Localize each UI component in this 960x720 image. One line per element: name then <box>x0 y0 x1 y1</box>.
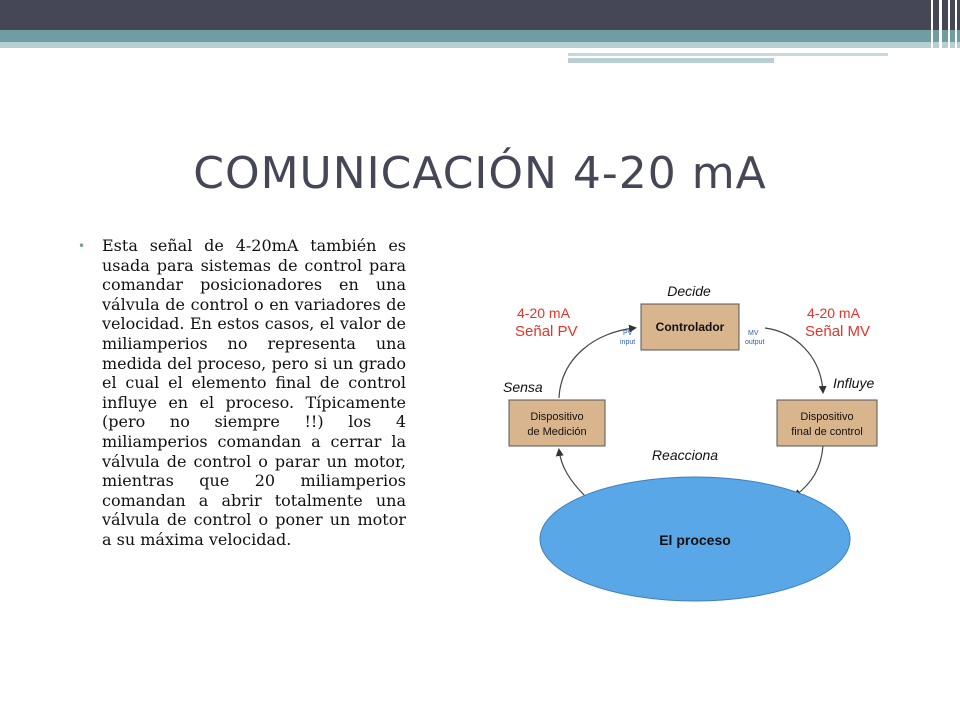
header-stripe <box>955 0 957 64</box>
measurement-device-line1: Dispositivo <box>530 411 583 423</box>
final-control-device-line1: Dispositivo <box>800 411 853 423</box>
header-stripe <box>939 0 942 64</box>
mv-signal-range: 4-20 mA <box>807 305 861 321</box>
sensa-label: Sensa <box>503 379 543 395</box>
controller-label: Controlador <box>656 320 725 334</box>
header-stripe <box>931 0 933 64</box>
pv-signal-name: Señal PV <box>515 323 578 340</box>
slide-title: COMUNICACIÓN 4-20 mA <box>193 148 767 199</box>
arrow-process-to-measure <box>555 448 586 497</box>
pv-signal-range: 4-20 mA <box>517 305 571 321</box>
reacciona-label: Reacciona <box>652 447 718 463</box>
pv-input-tag: input <box>620 339 635 346</box>
mv-output-tag: output <box>745 339 765 346</box>
influye-label: Influye <box>833 375 874 391</box>
mv-signal-name: Señal MV <box>805 323 870 340</box>
header-accent-line <box>568 48 960 53</box>
header-accent-line <box>568 53 888 56</box>
header-teal-band <box>0 30 960 42</box>
header-dark-band <box>0 0 960 30</box>
mv-tag: MV <box>748 330 759 337</box>
bullet-marker: • <box>78 239 86 253</box>
bullet-list: • Esta señal de 4-20mA también es usada … <box>78 236 406 550</box>
measurement-device-line2: de Medición <box>527 426 586 438</box>
process-label: El proceso <box>659 532 731 548</box>
arrow-measure-to-controller <box>558 324 637 399</box>
controller-box: Controlador <box>640 303 740 351</box>
bullet-item: • Esta señal de 4-20mA también es usada … <box>78 236 406 550</box>
measurement-device-box: Dispositivo de Medición <box>508 399 606 447</box>
arrow-final-to-process <box>793 445 824 498</box>
process-ellipse: El proceso <box>539 476 851 602</box>
header-accent-line <box>568 58 774 63</box>
final-control-device-line2: final de control <box>791 426 863 438</box>
header-pale-band <box>0 42 960 48</box>
final-control-device-box: Dispositivo final de control <box>776 399 878 447</box>
pv-tag: PV <box>623 330 633 337</box>
bullet-text: Esta señal de 4-20mA también es usada pa… <box>102 236 406 549</box>
arrow-controller-to-final <box>764 327 827 394</box>
header-stripe <box>948 0 950 64</box>
decide-label: Decide <box>667 283 711 299</box>
control-loop-diagram: Decide Sensa Influye Reacciona 4-20 mA S… <box>503 283 878 602</box>
